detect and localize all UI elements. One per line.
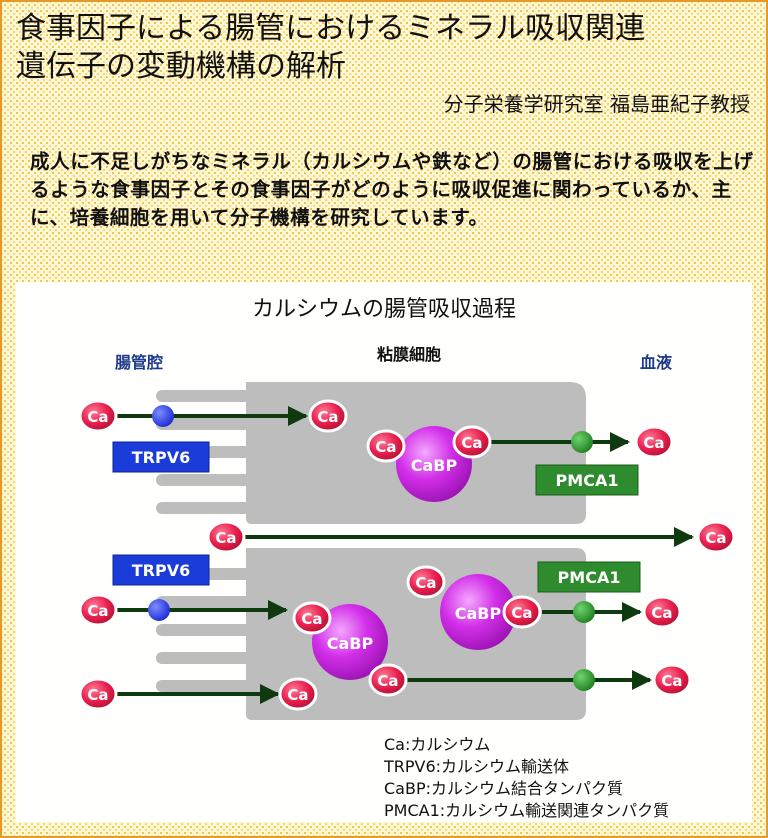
trpv6-box-upper: TRPV6 [112, 441, 210, 473]
trpv6-channel-lower [148, 599, 170, 621]
ca-label: Ca [317, 408, 338, 426]
legend-item-cabp: CaBP:カルシウム結合タンパク質 [384, 779, 623, 798]
ca-ion: Ca [308, 399, 348, 433]
ca-label: Ca [87, 686, 108, 704]
pmca1-box-lower: PMCA1 [537, 561, 641, 593]
intro-text: 成人に不足しがちなミネラル（カルシウムや鉄など）の腸管における吸収を上げるような… [30, 150, 754, 229]
pmca1-pump-lower-2 [573, 669, 595, 691]
ca-label: Ca [287, 686, 308, 704]
pmca1-pump-lower-1 [573, 601, 595, 623]
author-label: 分子栄養学研究室 福島亜紀子教授 [443, 92, 750, 116]
trpv6-label-upper: TRPV6 [132, 448, 190, 467]
diagram-title: カルシウムの腸管吸収過程 [252, 297, 516, 322]
calcium-absorption-diagram: カルシウムの腸管吸収過程 腸管腔 粘膜細胞 血液 [78, 297, 736, 820]
region-blood-label: 血液 [640, 353, 673, 372]
trpv6-channel-upper [152, 405, 174, 427]
ca-label: Ca [661, 672, 682, 690]
ca-ion: Ca [452, 425, 492, 459]
ca-label: Ca [461, 434, 482, 452]
cabp-lower-2: CaBP [312, 604, 388, 680]
ca-label: Ca [643, 434, 664, 452]
ca-ion: Ca [78, 399, 118, 433]
ca-label: Ca [651, 604, 672, 622]
cabp-label-lower-1: CaBP [455, 604, 502, 623]
ca-label: Ca [705, 529, 726, 547]
ca-ion: Ca [406, 565, 446, 599]
title-line-1: 食事因子による腸管におけるミネラル吸収関連 [16, 11, 646, 46]
trpv6-label-lower: TRPV6 [132, 561, 190, 580]
pmca1-label-upper: PMCA1 [556, 471, 619, 490]
ca-ion: Ca [652, 663, 692, 697]
ca-ion: Ca [642, 595, 682, 629]
ca-ion: Ca [366, 429, 406, 463]
cabp-label-upper: CaBP [411, 456, 458, 475]
page-title: 食事因子による腸管におけるミネラル吸収関連 遺伝子の変動機構の解析 [16, 10, 756, 86]
ca-label: Ca [415, 574, 436, 592]
ca-ion: Ca [206, 520, 246, 554]
pmca1-pump-upper [571, 431, 593, 453]
ca-label: Ca [377, 672, 398, 690]
ca-ion: Ca [78, 677, 118, 711]
title-line-2: 遺伝子の変動機構の解析 [16, 49, 346, 84]
trpv6-box-lower: TRPV6 [112, 554, 210, 586]
legend-item-pmca1: PMCA1:カルシウム輸送関連タンパク質 [384, 801, 669, 820]
ca-ion: Ca [292, 601, 332, 635]
ca-ion: Ca [278, 677, 318, 711]
ca-label: Ca [87, 602, 108, 620]
ca-label: Ca [301, 610, 322, 628]
ca-ion: Ca [368, 663, 408, 697]
ca-ion: Ca [78, 593, 118, 627]
pmca1-label-lower: PMCA1 [558, 568, 621, 587]
ca-ion: Ca [696, 520, 736, 554]
region-lumen-label: 腸管腔 [115, 353, 163, 372]
legend: Ca:カルシウム TRPV6:カルシウム輸送体 CaBP:カルシウム結合タンパク… [383, 735, 669, 820]
diagram-panel: カルシウムの腸管吸収過程 腸管腔 粘膜細胞 血液 [16, 282, 752, 822]
legend-item-ca: Ca:カルシウム [384, 735, 490, 754]
ca-ion: Ca [634, 425, 674, 459]
ca-label: Ca [215, 529, 236, 547]
ca-ions: Ca Ca Ca Ca Ca Ca Ca Ca Ca Ca Ca Ca Ca C… [78, 399, 736, 711]
cabp-lower-1: CaBP [440, 574, 516, 650]
cabp-label-lower-2: CaBP [327, 634, 374, 653]
legend-item-trpv6: TRPV6:カルシウム輸送体 [383, 757, 569, 776]
pmca1-box-upper: PMCA1 [535, 464, 639, 496]
ca-label: Ca [375, 438, 396, 456]
ca-label: Ca [511, 604, 532, 622]
region-cell-label: 粘膜細胞 [377, 345, 441, 364]
ca-label: Ca [87, 408, 108, 426]
ca-ion: Ca [502, 595, 542, 629]
